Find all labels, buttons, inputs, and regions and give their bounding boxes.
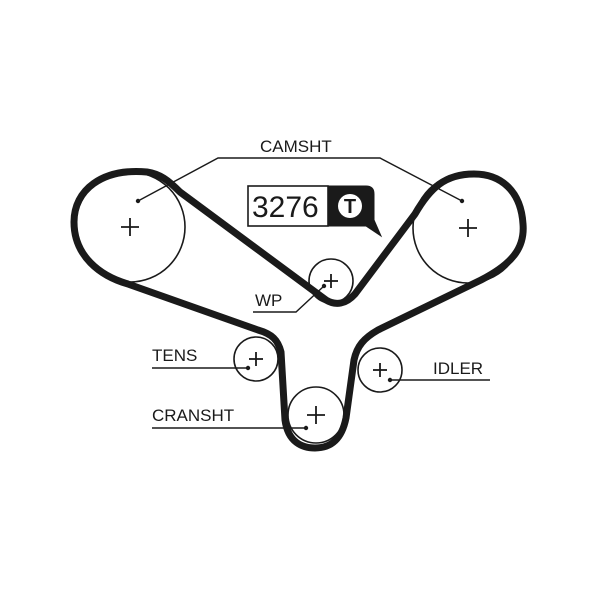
center-cross-icon: [459, 219, 477, 237]
tensioner-label: TENS: [152, 346, 197, 365]
leader-dot: [387, 377, 393, 383]
t-badge-letter: T: [344, 196, 356, 218]
leader-dot: [245, 365, 251, 371]
water-pump-leader-line: [253, 285, 325, 313]
water-pump-pulley: [308, 258, 354, 304]
leader-dot: [135, 198, 141, 204]
center-cross-icon: [324, 274, 338, 288]
part-number-text: 3276: [252, 191, 319, 224]
center-cross-icon: [373, 363, 387, 377]
leader-dot: [303, 425, 309, 431]
center-cross-icon: [249, 352, 263, 366]
tensioner-pulley: [233, 336, 279, 382]
timing-belt: [70, 168, 527, 452]
camshaft-label: CAMSHT: [260, 137, 332, 156]
camshaft-pulley-left: [74, 171, 186, 283]
leader-dot: [321, 283, 327, 289]
center-cross-icon: [121, 218, 139, 236]
center-cross-icon: [307, 406, 325, 424]
camshaft-pulley-right: [412, 172, 524, 284]
part-number-badge: 3276 T: [247, 185, 383, 238]
idler-label: IDLER: [433, 359, 483, 378]
camshaft-leader-line: [137, 157, 463, 202]
crankshaft-pulley: [287, 386, 345, 444]
water-pump-label: WP: [255, 291, 282, 310]
crankshaft-label: CRANSHT: [152, 406, 234, 425]
leader-dot: [459, 198, 465, 204]
t-badge-icon: T: [338, 194, 362, 218]
part-number-box: [247, 185, 329, 227]
idler-pulley: [357, 347, 403, 393]
